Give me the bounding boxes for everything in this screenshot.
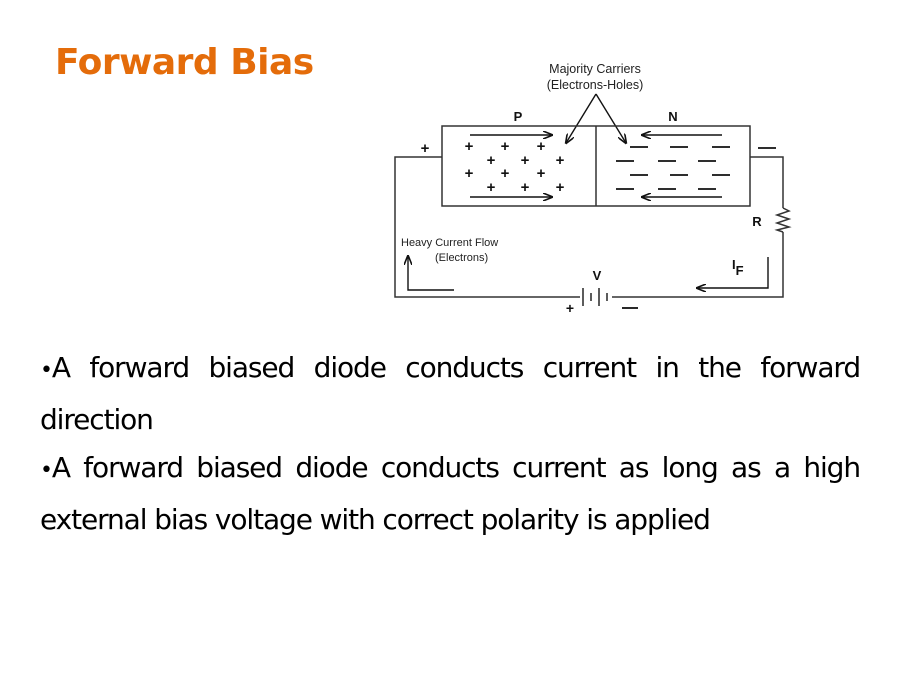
svg-text:+: +	[537, 138, 546, 155]
p-region-label: P	[514, 109, 523, 124]
electrons-holes-label: (Electrons-Holes)	[547, 78, 644, 92]
svg-text:+: +	[487, 152, 496, 169]
battery-symbol	[582, 288, 608, 306]
svg-text:+: +	[501, 165, 510, 182]
caption-pointer-arrows	[566, 93, 626, 143]
svg-text:+: +	[501, 138, 510, 155]
resistor-label: R	[752, 214, 762, 229]
resistor-symbol	[774, 207, 792, 233]
majority-carriers-label: Majority Carriers	[549, 62, 641, 76]
bullet-text: A forward biased diode conducts current …	[40, 351, 861, 436]
svg-text:+: +	[465, 165, 474, 182]
forward-current-arrow	[697, 257, 769, 288]
circuit-wires	[394, 156, 784, 298]
forward-current-label: IF	[732, 257, 744, 278]
n-region-electrons	[616, 146, 730, 190]
svg-text:+: +	[556, 179, 565, 196]
svg-text:+: +	[521, 152, 530, 169]
p-region-holes: + + + + + + + + + + + +	[465, 138, 565, 196]
anode-plus-label: +	[421, 140, 430, 157]
bullet-item: •A forward biased diode conducts current…	[40, 444, 861, 544]
forward-bias-circuit-diagram: Majority Carriers (Electrons-Holes) P N …	[394, 62, 792, 316]
bullet-text: A forward biased diode conducts current …	[40, 451, 861, 536]
svg-text:+: +	[487, 179, 496, 196]
bullet-item: •A forward biased diode conducts current…	[40, 344, 861, 444]
electrons-label: (Electrons)	[435, 252, 488, 264]
bullet-dot: •	[40, 458, 53, 483]
svg-text:+: +	[521, 179, 530, 196]
svg-text:+: +	[537, 165, 546, 182]
electron-flow-arrow	[408, 256, 454, 291]
battery-plus-label: +	[566, 300, 574, 316]
bullet-list: •A forward biased diode conducts current…	[40, 344, 861, 544]
svg-text:+: +	[465, 138, 474, 155]
bullet-dot: •	[40, 358, 53, 383]
slide-title: Forward Bias	[55, 42, 314, 83]
n-region-electron-flow-arrows	[642, 135, 722, 197]
n-region-label: N	[668, 109, 677, 124]
battery-voltage-label: V	[593, 268, 602, 283]
heavy-current-flow-label: Heavy Current Flow	[401, 237, 498, 249]
svg-text:+: +	[556, 152, 565, 169]
p-region-hole-flow-arrows	[470, 135, 552, 197]
